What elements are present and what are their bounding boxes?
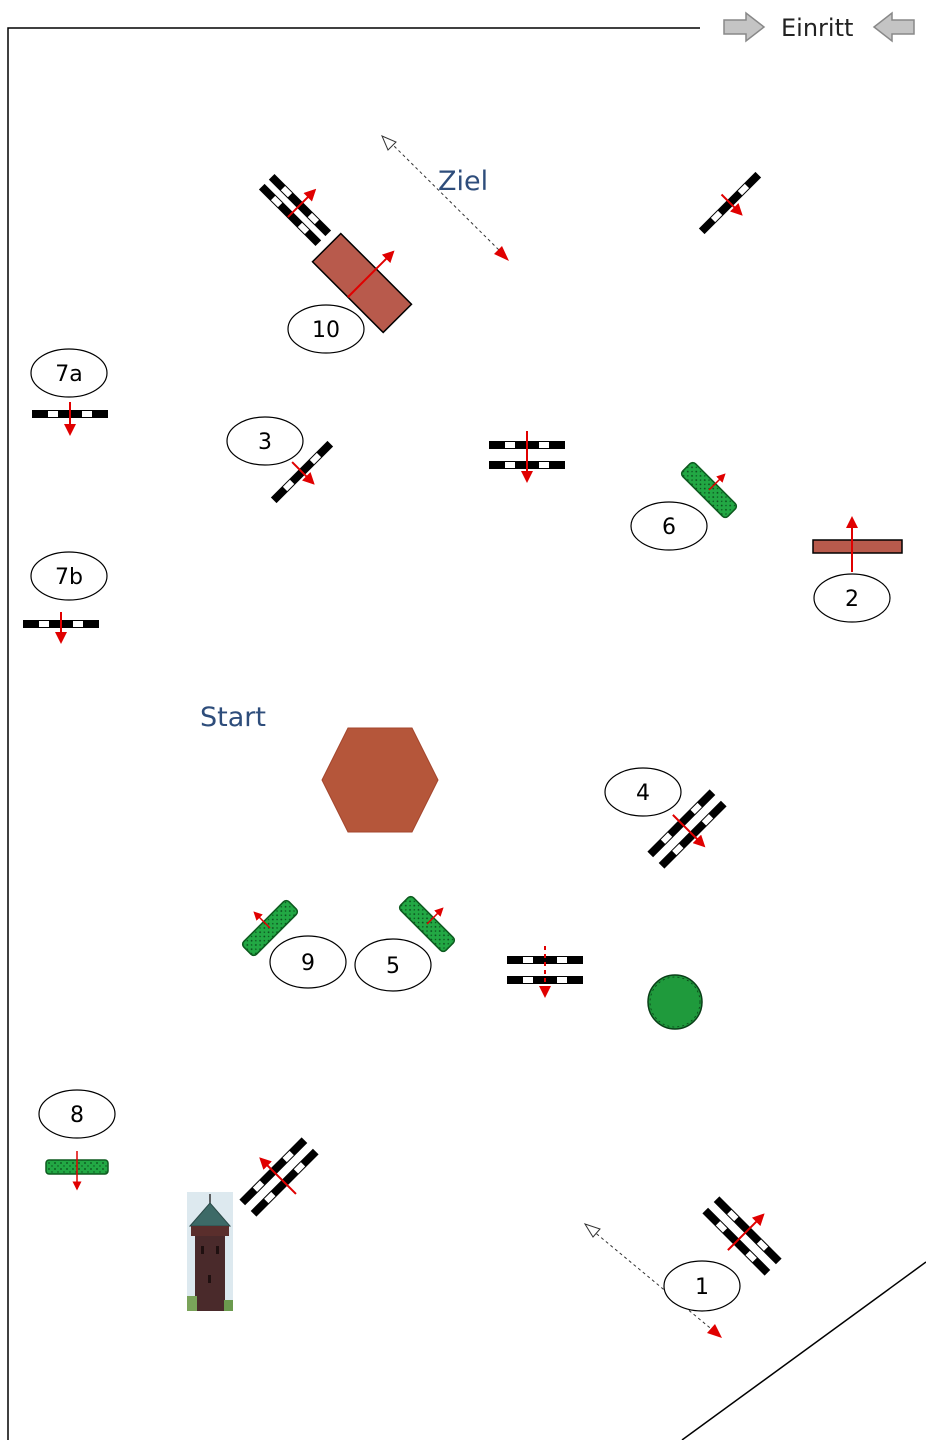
number-1-label: 1 [695, 1275, 709, 1300]
jump-7b-vertical [23, 612, 99, 644]
number-5-label: 5 [386, 954, 400, 979]
jump-8-hedge [45, 1151, 109, 1191]
number-10-label: 10 [312, 318, 340, 343]
number-5-marker: 5 [354, 938, 432, 992]
number-3-marker: 3 [226, 416, 304, 466]
number-3-label: 3 [258, 430, 272, 455]
arrow-right-icon [723, 11, 766, 43]
number-8-label: 8 [70, 1103, 84, 1128]
entrance-label: Einritt [781, 14, 853, 42]
number-7a-label: 7a [55, 362, 82, 387]
oxer-lower-center [507, 946, 583, 998]
number-4-marker: 4 [604, 767, 682, 817]
start-hexagon [321, 727, 439, 833]
finish-line [381, 135, 509, 261]
number-2-label: 2 [845, 587, 859, 612]
jump-5-hedge [398, 895, 456, 953]
jump-7a-vertical [32, 402, 108, 436]
number-7b-marker: 7b [30, 551, 108, 601]
arrow-left-icon [872, 11, 915, 43]
jump-3-vertical [270, 440, 334, 504]
number-7a-marker: 7a [30, 348, 108, 398]
number-9-marker: 9 [269, 935, 347, 989]
number-2-marker: 2 [813, 573, 891, 623]
jump-6-hedge [680, 461, 738, 519]
start-line-open-arrow-icon [583, 1223, 601, 1238]
finish-arrow-filled-icon [494, 246, 509, 261]
jump-2-wall [812, 516, 903, 572]
number-6-marker: 6 [630, 501, 708, 551]
number-10-marker: 10 [287, 304, 365, 354]
arena-border [7, 27, 926, 1440]
jump-4-oxer [647, 789, 727, 869]
number-8-marker: 8 [38, 1089, 116, 1139]
oxer-lower-left [239, 1137, 319, 1217]
number-4-label: 4 [636, 781, 650, 806]
start-line [583, 1223, 722, 1338]
tree-icon [647, 974, 703, 1030]
start-line-filled-arrow-icon [707, 1324, 722, 1338]
jump-9-hedge [241, 899, 299, 957]
number-6-label: 6 [662, 515, 676, 540]
oxer-center [489, 431, 565, 483]
jump-10-oxer [258, 173, 332, 247]
finish-label: Ziel [438, 166, 488, 197]
entrance-marker: Einritt [723, 11, 915, 43]
vertical-top-right [698, 171, 762, 235]
jump-10-wall [311, 232, 413, 334]
number-7b-label: 7b [55, 565, 83, 590]
finish-arrow-open-icon [381, 135, 397, 151]
jump-1-oxer [702, 1196, 782, 1276]
number-1-marker: 1 [663, 1260, 741, 1312]
number-9-label: 9 [301, 951, 315, 976]
water-tower-icon [187, 1192, 233, 1311]
start-label: Start [200, 702, 266, 733]
